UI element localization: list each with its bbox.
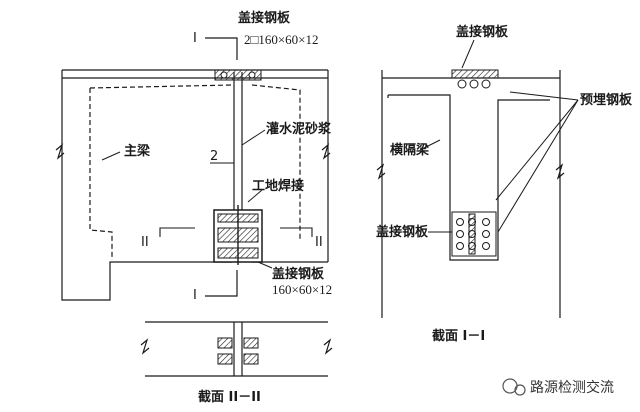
section-ii-left-label: II [141, 235, 149, 250]
main-beam-label: 主梁 [124, 143, 151, 159]
right-section [376, 70, 565, 318]
left-break-mark [55, 143, 65, 160]
top-cover-plate [214, 69, 262, 81]
mark-2-label: 2 [210, 149, 218, 164]
right-top-plates [451, 69, 499, 89]
right-cover-plate-mid-label: 盖接钢板 [376, 224, 429, 240]
section-mark-bottom [205, 270, 238, 297]
left-elevation [55, 69, 331, 301]
watermark-text: 路源检测交流 [530, 379, 614, 396]
section-mark-bottom-label: I [193, 288, 197, 303]
diaphragm-label: 横隔梁 [390, 142, 430, 158]
right-lower-plates [451, 211, 497, 257]
dashed-top-left [89, 84, 233, 89]
bottom-splice-block [213, 205, 263, 265]
section-ii-detail [140, 321, 333, 377]
grout-label: 灌水泥砂浆 [266, 121, 332, 137]
cover-plate-top-spec: 2□160×60×12 [244, 32, 319, 47]
cover-plate-bottom-label: 盖接钢板 [272, 266, 325, 282]
watermark-icon [502, 378, 526, 396]
section-i-title: 截面 I－I [432, 328, 485, 344]
section-mark-top-label: I [193, 31, 197, 46]
leader-lines-right [419, 39, 579, 233]
section-mark-top [205, 37, 238, 60]
dashed-right [251, 84, 301, 240]
cover-plate-top-label: 盖接钢板 [238, 10, 291, 26]
site-weld-label: 工地焊接 [252, 178, 304, 194]
cover-plate-bottom-spec: 160×60×12 [272, 282, 332, 297]
section-ii-marks [159, 227, 313, 237]
main-beam-dashed [89, 88, 113, 260]
left-girder-outline [61, 70, 232, 301]
section-ii-plates [217, 337, 259, 365]
section-ii-right-label: II [315, 235, 323, 250]
embedded-plate-label: 预埋钢板 [580, 92, 633, 108]
right-break-mark [321, 143, 331, 160]
right-cover-plate-top-label: 盖接钢板 [456, 24, 509, 40]
leader-lines-left [101, 129, 273, 269]
section-ii-title: 截面 II－II [198, 389, 261, 405]
